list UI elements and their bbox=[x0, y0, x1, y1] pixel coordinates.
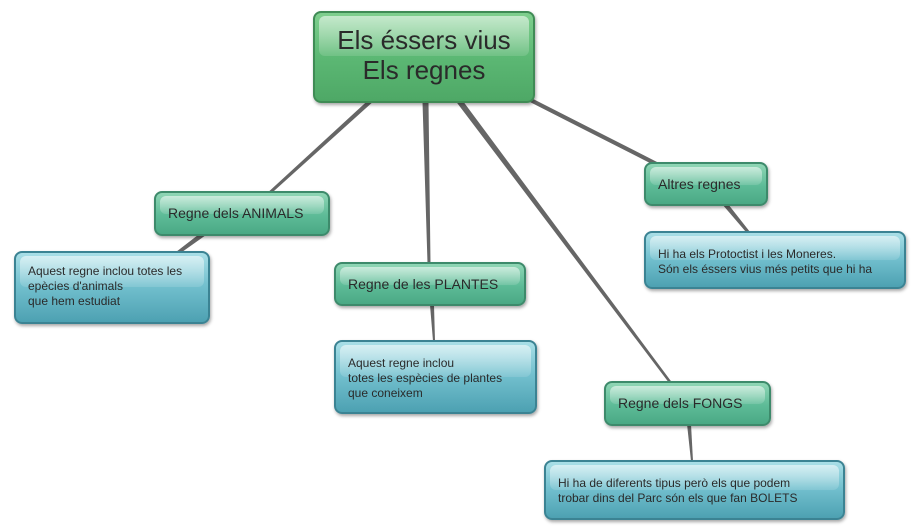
description-line: que coneixem bbox=[348, 386, 423, 400]
kingdom-label-fongs: Regne dels FONGS bbox=[618, 395, 743, 411]
connector-altres-desc bbox=[722, 204, 750, 232]
root-title-line2: Els regnes bbox=[362, 55, 486, 85]
description-line: totes les espècies de plantes bbox=[348, 371, 503, 385]
description-line: Hi ha de diferents tipus però els que po… bbox=[558, 476, 791, 490]
connector-plantes-desc bbox=[430, 305, 435, 341]
connector-fongs-desc bbox=[687, 424, 693, 461]
description-line: trobar dins del Parc són els que fan BOL… bbox=[558, 491, 798, 505]
root-title-line1: Els éssers vius bbox=[337, 25, 511, 55]
description-line: epècies d'animals bbox=[28, 279, 124, 293]
connector-root-altres bbox=[526, 97, 659, 166]
connector-animals-desc bbox=[176, 235, 206, 252]
description-line: Hi ha els Protoctist i les Moneres. bbox=[658, 247, 837, 261]
kingdom-label-animals: Regne dels ANIMALS bbox=[168, 205, 304, 221]
description-line: Són els éssers vius més petits que hi ha bbox=[658, 262, 873, 276]
kingdom-label-altres: Altres regnes bbox=[658, 176, 741, 192]
root-node[interactable]: Els éssers vius Els regnes bbox=[313, 11, 535, 103]
description-node-plantes[interactable]: Aquest regne inclou totes les espècies d… bbox=[334, 340, 537, 414]
description-line: Aquest regne inclou bbox=[348, 356, 455, 370]
connector-root-plantes bbox=[422, 101, 431, 264]
kingdom-node-plantes[interactable]: Regne de les PLANTES bbox=[334, 262, 526, 306]
connector-root-animals bbox=[266, 101, 374, 194]
description-line: Aquest regne inclou totes les bbox=[28, 264, 183, 278]
kingdom-label-plantes: Regne de les PLANTES bbox=[348, 276, 499, 292]
kingdom-node-fongs[interactable]: Regne dels FONGS bbox=[604, 381, 771, 426]
kingdom-node-altres[interactable]: Altres regnes bbox=[644, 162, 768, 206]
description-node-fongs[interactable]: Hi ha de diferents tipus però els que po… bbox=[544, 460, 845, 520]
description-line: que hem estudiat bbox=[28, 294, 121, 308]
description-node-animals[interactable]: Aquest regne inclou totes les epècies d'… bbox=[14, 251, 210, 324]
description-node-altres[interactable]: Hi ha els Protoctist i les Moneres. Són … bbox=[644, 231, 906, 289]
kingdom-node-animals[interactable]: Regne dels ANIMALS bbox=[154, 191, 330, 236]
